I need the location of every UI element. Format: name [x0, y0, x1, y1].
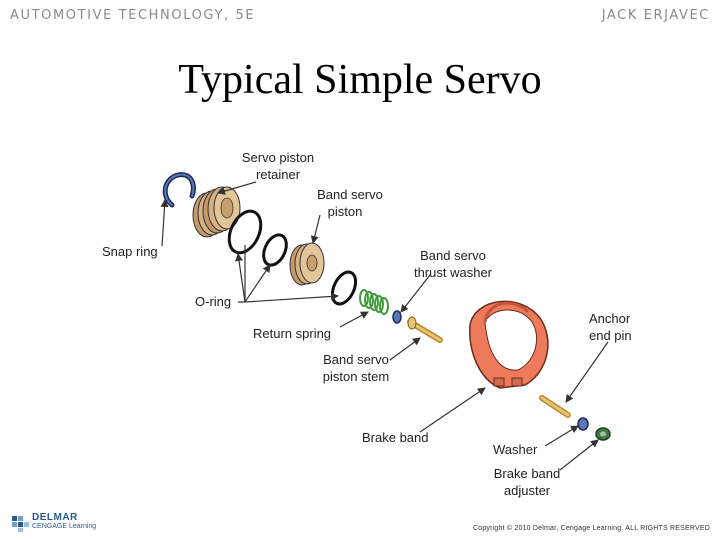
label-o-ring: O-ring	[195, 294, 231, 309]
label-servo-piston-retainer: Servo piston	[242, 150, 314, 165]
brake-band-adjuster-part	[595, 427, 611, 441]
publisher-subtitle: CENGAGE Learning	[32, 523, 97, 530]
label-snap-ring: Snap ring	[102, 244, 158, 259]
delmar-logo-icon	[12, 516, 29, 532]
o-ring-part	[227, 209, 263, 255]
label-anchor-end-pin: Anchor	[589, 311, 631, 326]
book-title: AUTOMOTIVE TECHNOLOGY, 5E	[10, 8, 256, 23]
brake-band-part	[469, 300, 549, 389]
author-name: JACK ERJAVEC	[601, 8, 710, 23]
label-washer: Washer	[493, 442, 538, 457]
label-band-servo-thrust-washer: thrust washer	[414, 265, 493, 280]
publisher-block: DELMAR CENGAGE Learning	[32, 512, 112, 534]
piston-stem-part	[407, 316, 443, 343]
label-band-servo-thrust-washer: Band servo	[420, 248, 486, 263]
washer-part	[577, 417, 589, 431]
publisher-name: DELMAR	[32, 512, 78, 523]
o-ring-part	[262, 233, 288, 267]
label-band-servo-piston-stem: piston stem	[323, 369, 389, 384]
return-spring-part	[359, 289, 389, 315]
snap-ring-part	[162, 172, 196, 208]
servo-piston-retainer-part	[192, 186, 241, 238]
label-servo-piston-retainer: retainer	[256, 167, 301, 182]
label-return-spring: Return spring	[253, 326, 331, 341]
label-brake-band-adjuster: Brake band	[494, 466, 561, 481]
slide-title: Typical Simple Servo	[178, 57, 542, 103]
o-ring-part	[330, 270, 358, 306]
label-band-servo-piston-stem: Band servo	[323, 352, 389, 367]
band-servo-piston-part	[289, 242, 325, 286]
thrust-washer-part	[392, 310, 402, 324]
anchor-end-pin-part	[539, 395, 571, 418]
label-band-servo-piston: Band servo	[317, 187, 383, 202]
label-brake-band-adjuster: adjuster	[504, 483, 551, 498]
label-band-servo-piston: piston	[328, 204, 363, 219]
leader-lines	[160, 181, 609, 471]
label-anchor-end-pin: end pin	[589, 328, 632, 343]
label-brake-band: Brake band	[362, 430, 429, 445]
copyright-notice: Copyright © 2010 Delmar, Cengage Learnin…	[472, 525, 710, 532]
